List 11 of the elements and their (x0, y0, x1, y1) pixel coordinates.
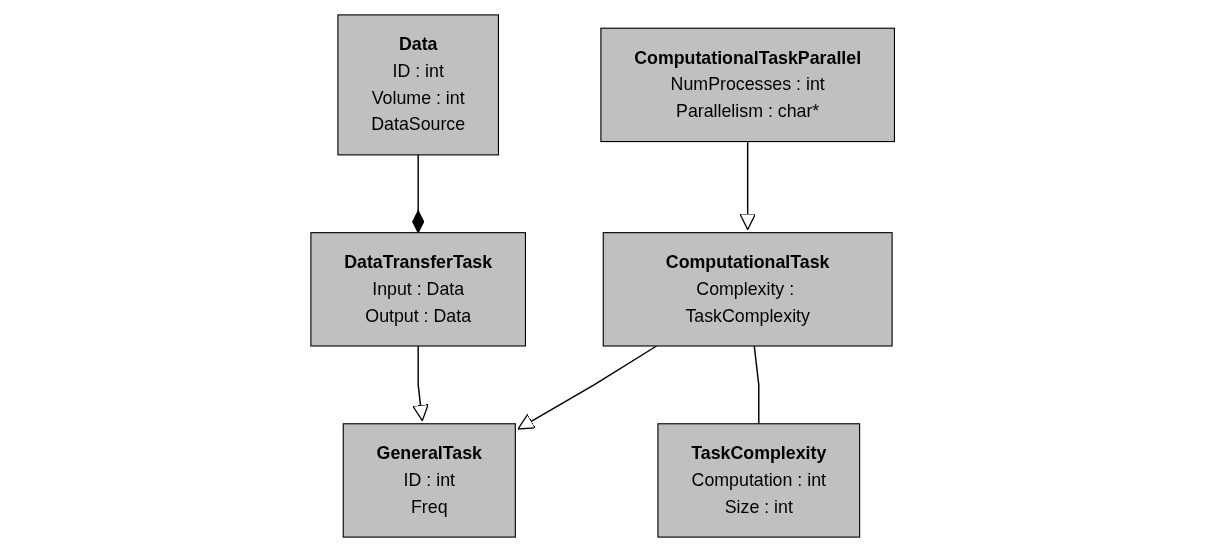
arrow (517, 345, 658, 430)
arrow (739, 140, 757, 231)
node-box: ComputationalTask Complexity : TaskComplexity (603, 232, 893, 347)
node-box: DataTransferTask Input : Data Output : Data (310, 232, 527, 347)
arrow (412, 345, 430, 422)
node-box: GeneralTask ID : int Freq (343, 423, 517, 538)
node-box: TaskComplexity Computation : int Size : int (657, 423, 861, 538)
node-box: ComputationalTaskParallel NumProcesses : int Parallelism : char* (600, 27, 896, 143)
node-box: Data ID : int Volume : int DataSource (337, 14, 500, 156)
connector (412, 154, 425, 234)
connector (753, 345, 760, 425)
